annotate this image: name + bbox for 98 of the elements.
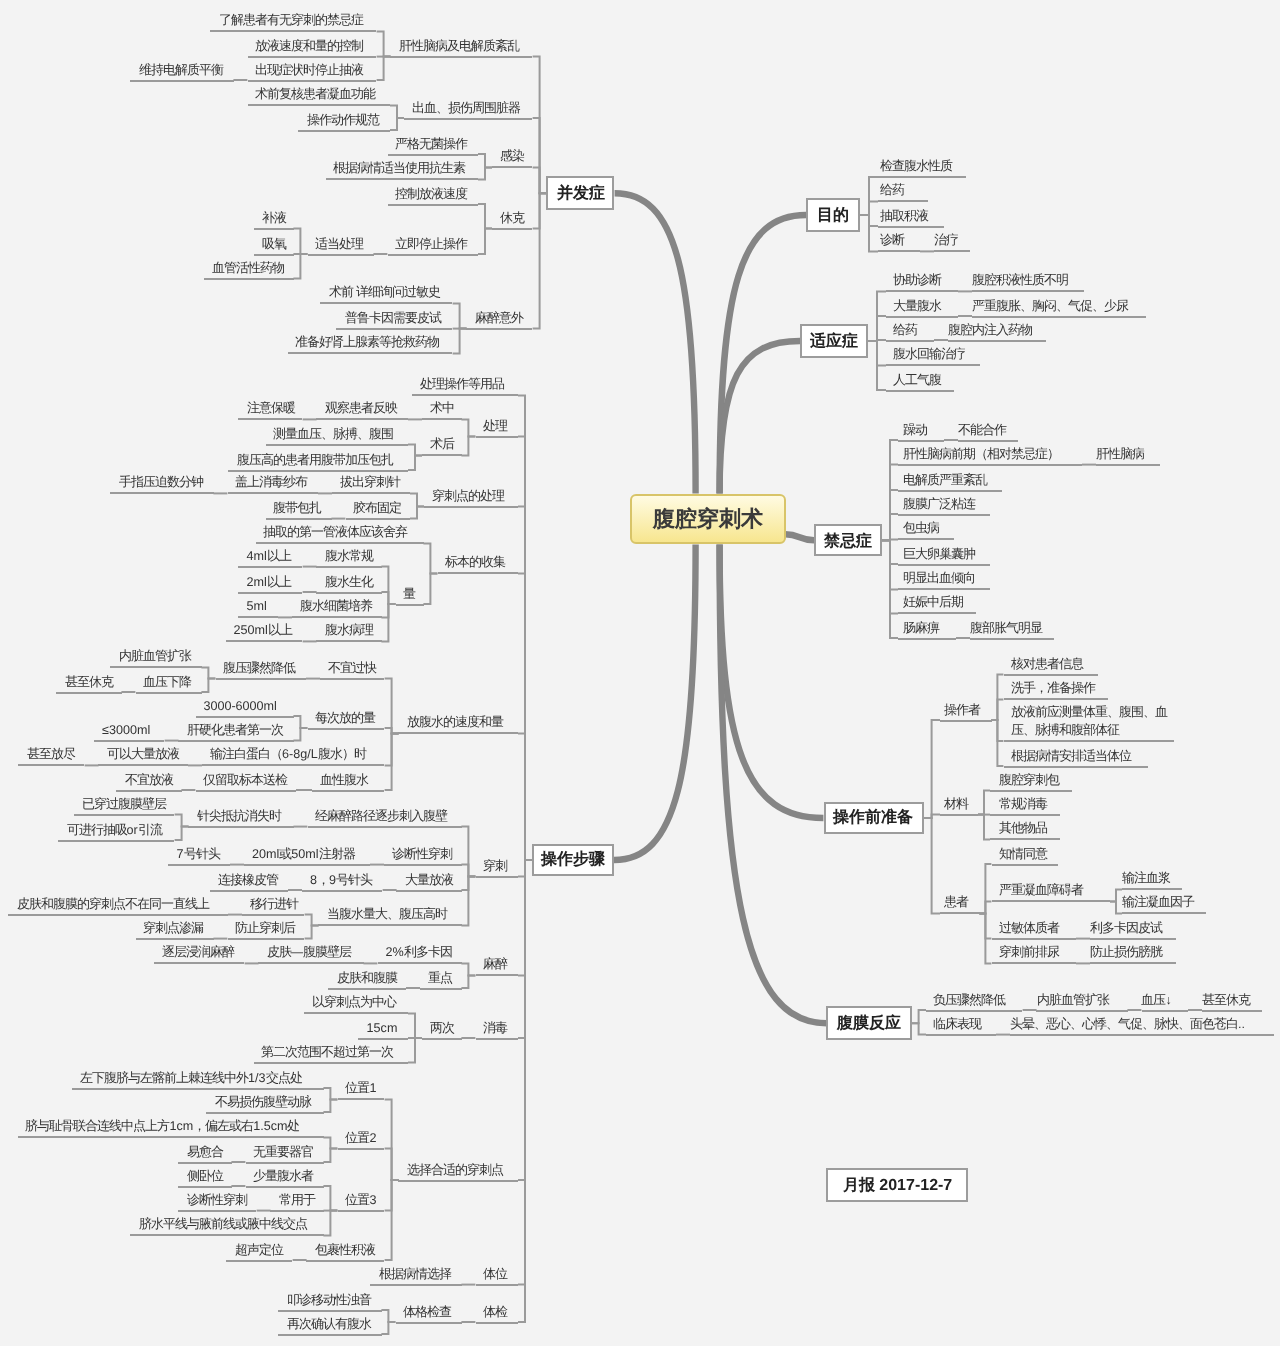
connector-line [460,1283,477,1286]
connector-line [330,517,347,520]
connector-line [910,1022,927,1036]
connector-line [291,1259,308,1261]
connector-line [301,565,318,568]
connector-line [859,214,879,253]
connector-line [933,339,949,341]
topic-box: 并发症 [546,176,615,210]
connector-line [255,1209,272,1212]
connector-line [460,435,477,457]
connector-line [243,962,260,965]
connector-line [230,1185,247,1187]
connector-line [955,637,971,639]
connector-line [407,1037,423,1064]
branch-curve [614,190,699,494]
branch-curve [613,544,699,864]
connector-line [460,875,477,927]
connector-line [232,79,249,81]
branch-curve [716,337,801,494]
connector-line [187,764,203,767]
connector-line [977,813,991,841]
branch-curve [785,531,815,544]
connector-line [292,727,309,742]
connector-line [477,227,493,255]
connector-line [380,1321,397,1335]
topic-box: 操作前准备 [823,801,924,835]
connector-line [919,250,935,253]
connector-line [407,454,423,471]
connector-line [460,1321,477,1323]
connector-line [1075,937,1091,940]
connector-line [180,789,197,791]
connector-line [977,789,991,816]
connector-line [212,492,229,495]
connector-line [305,677,321,680]
connector-line [995,1033,1011,1036]
connector-line [1109,888,1123,903]
connector-line [322,1147,339,1163]
connector-line [292,253,309,280]
connector-line [460,974,477,989]
topic-box: 禁忌症 [814,524,882,557]
connector-line [301,591,318,593]
connector-line [477,166,493,181]
connector-line [389,117,405,131]
connector-line [990,719,1005,767]
connector-line [1081,463,1097,466]
connector-line [173,825,190,841]
connector-line [301,418,318,421]
connector-line [381,889,398,891]
connector-line [362,962,379,965]
connector-line [200,677,217,693]
connector-line [369,863,385,866]
connector-line [531,192,548,330]
connector-line [1075,962,1091,965]
connector-line [943,439,959,441]
connector-line [322,1209,339,1237]
topic-box: 适应症 [800,324,868,358]
connector-line [867,340,887,391]
connector-line [957,290,973,293]
connector-line [277,616,293,619]
connector-line [295,789,313,791]
topic-box: 腹膜反应 [826,1006,912,1040]
connector-line [405,987,421,989]
connector-line [957,315,973,317]
connector-line [990,698,1005,721]
connector-line [451,327,468,355]
connector-line [303,924,320,940]
connector-line [322,1098,339,1113]
connector-line [1109,900,1123,915]
connector-line [230,1161,247,1163]
connector-line [978,900,993,915]
topic-box: 目的 [806,198,860,232]
connector-line [1126,1009,1143,1011]
connector-line [460,1037,477,1039]
connector-line [287,889,303,891]
connector-line [1021,1009,1038,1011]
connector-line [372,253,389,255]
connector-line [292,825,309,828]
connector-line [317,492,333,495]
connector-line [1187,1009,1203,1011]
connector-line [422,572,439,605]
connector-line [301,640,318,643]
connector-line [120,691,137,693]
topic-box: 操作步骤 [532,843,614,877]
connector-line [380,603,397,643]
connector-line [978,912,993,965]
connector-line [383,1179,400,1261]
connector-line [383,732,400,791]
floating-topic-box: 月报 2017-12-7 [826,1168,969,1202]
connector-line [212,937,229,940]
connector-line [375,55,392,81]
connector-line [163,739,180,742]
connector-line [227,913,243,916]
connector-line [229,863,245,866]
central-topic-box: 腹腔穿刺术 [630,493,786,545]
connector-line [407,418,423,421]
branch-curve [716,544,828,1027]
connector-line [409,505,425,520]
connector-line [83,764,100,767]
